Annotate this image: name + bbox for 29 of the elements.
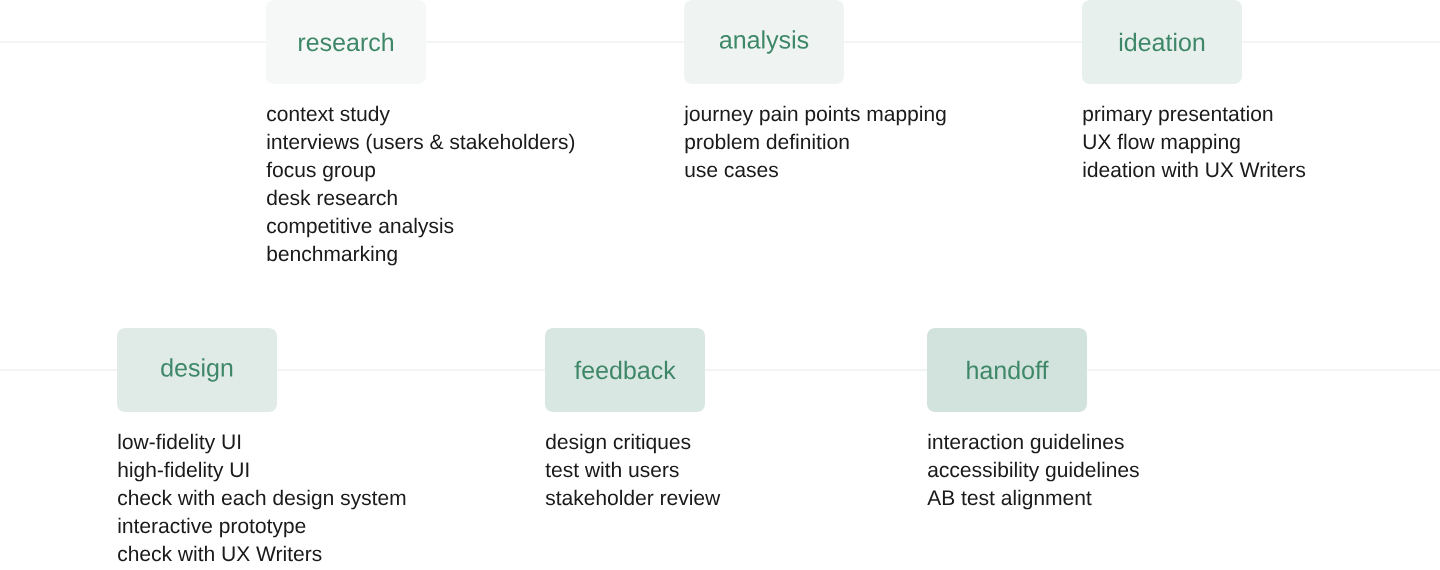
list-item: stakeholder review: [545, 489, 721, 506]
list-item: accessibility guidelines: [928, 461, 1139, 482]
phase-box: design: [117, 328, 277, 412]
list-item: competitive analysis: [267, 217, 454, 238]
list-item: UX flow mapping: [1083, 133, 1240, 154]
phase-box: ideation: [1082, 0, 1242, 84]
list-item: ideation with UX Writers: [1083, 161, 1306, 178]
list-item: low-fidelity UI: [118, 433, 241, 454]
list-item: focus group: [266, 161, 376, 182]
list-item: AB test alignment: [927, 489, 1092, 510]
list-item: desk research: [267, 189, 397, 206]
list-item: interviews (users & stakeholders): [267, 133, 575, 154]
phase-box: analysis: [684, 0, 844, 84]
list-item: interaction guidelines: [928, 433, 1124, 454]
list-item: test with users: [545, 461, 679, 478]
list-item: check with UX Writers: [118, 545, 322, 562]
phase-box: feedback: [545, 328, 705, 412]
list-item: primary presentation: [1083, 105, 1273, 126]
list-item: use cases: [685, 165, 778, 178]
list-item: interactive prototype: [118, 517, 306, 538]
list-item: design critiques: [546, 433, 691, 454]
list-item: check with each design system: [118, 489, 406, 510]
phase-box: handoff: [927, 328, 1087, 412]
list-item: benchmarking: [267, 245, 397, 266]
phase-box: research: [266, 0, 426, 84]
list-item: problem definition: [685, 133, 849, 154]
list-item: context study: [267, 105, 390, 126]
list-item: journey pain points mapping: [683, 105, 946, 126]
list-item: high-fidelity UI: [118, 461, 249, 482]
